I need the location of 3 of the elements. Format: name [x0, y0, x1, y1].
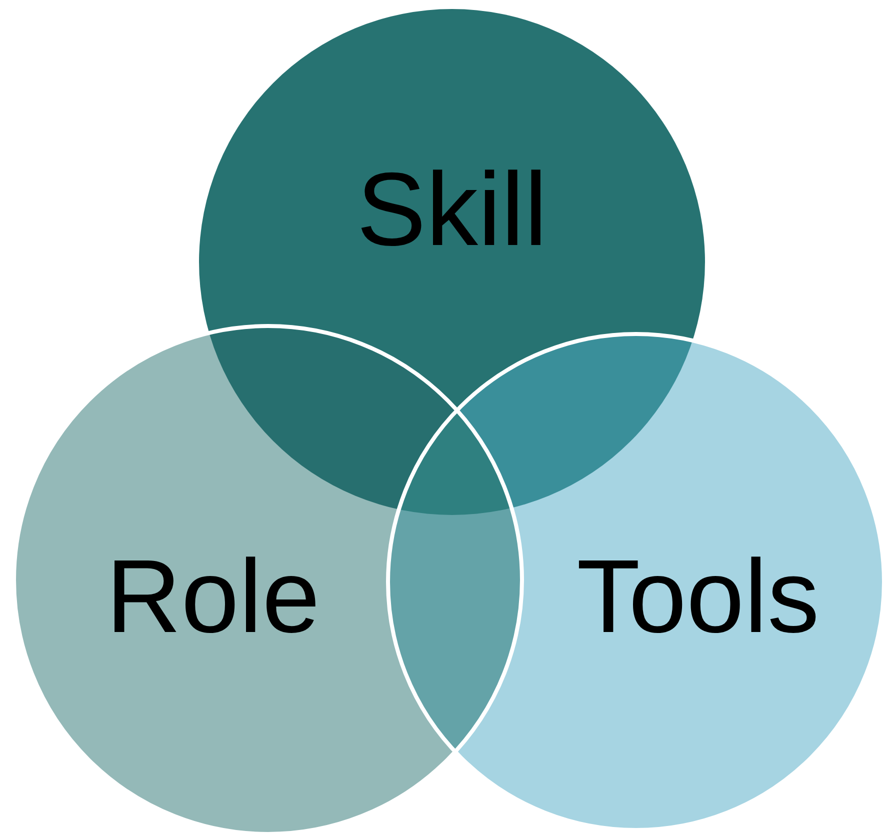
circle-label: Skill [356, 158, 548, 262]
circle-label: Tools [576, 545, 820, 649]
circle-label: Role [106, 545, 320, 649]
